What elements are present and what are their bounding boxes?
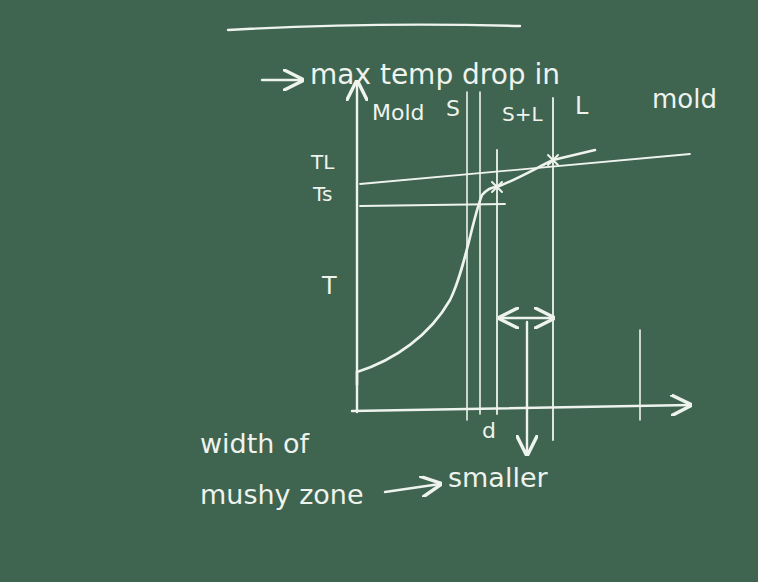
region-label: S [446, 96, 460, 122]
axis-label: TL [311, 150, 334, 174]
temperature-curve [357, 150, 595, 385]
cross-mark [492, 182, 502, 192]
region-boundary [552, 98, 554, 440]
dimension-label: d [482, 418, 496, 444]
pointer-arrow [526, 322, 528, 454]
bullet-arrow [262, 79, 302, 81]
solidus-line [360, 204, 505, 206]
cross-mark [548, 155, 558, 165]
region-label: Mold [372, 100, 425, 126]
note-text: smaller [448, 462, 548, 494]
y-axis [356, 82, 358, 412]
axis-label: Ts [313, 182, 332, 206]
implies-arrow [385, 484, 440, 492]
note-text: width of mushy zone [200, 418, 380, 521]
width-arrow [500, 317, 553, 319]
liquidus-line [360, 154, 690, 184]
note-text: mold [652, 84, 717, 115]
heading-underline [228, 25, 520, 30]
region-boundary [496, 150, 498, 414]
region-label: L [575, 92, 588, 121]
region-boundary [479, 92, 481, 414]
axis-label: T [322, 272, 337, 301]
region-label: S+L [502, 102, 543, 126]
note-text: max temp drop in [310, 58, 560, 92]
region-boundary [639, 330, 641, 420]
